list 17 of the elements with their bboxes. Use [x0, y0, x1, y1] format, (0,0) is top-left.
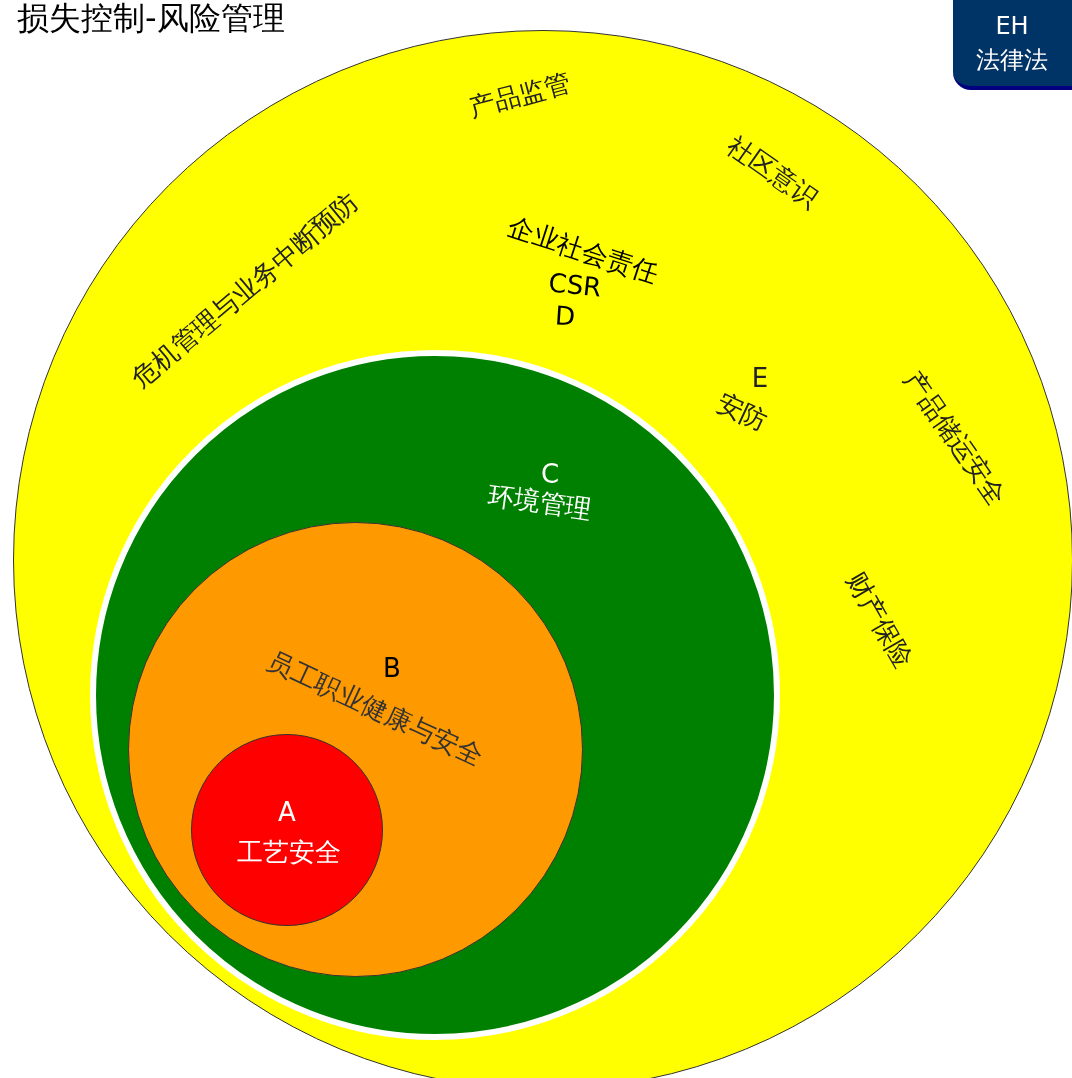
- circle-label: CSR: [547, 269, 603, 301]
- region-label: 产品监管: [466, 69, 574, 121]
- circle-label: C: [540, 461, 560, 487]
- header-text: 法律法: [976, 45, 1048, 76]
- region-label: 产品储运安全: [899, 366, 1011, 510]
- region-label: 安防: [712, 389, 772, 435]
- circle-label: B: [383, 655, 401, 681]
- region-label: E: [751, 365, 769, 391]
- region-label: 危机管理与业务中断预防: [127, 188, 363, 392]
- region-label: 社区意识: [722, 131, 824, 213]
- circle-label: 工艺安全: [237, 839, 341, 865]
- circle-label: D: [554, 302, 576, 330]
- header-text: EH: [995, 11, 1029, 42]
- diagram-title: 损失控制-风险管理: [17, 0, 285, 39]
- circle-label: A: [278, 799, 296, 825]
- region-label: 财产保险: [842, 568, 918, 672]
- header-box: [953, 0, 1072, 90]
